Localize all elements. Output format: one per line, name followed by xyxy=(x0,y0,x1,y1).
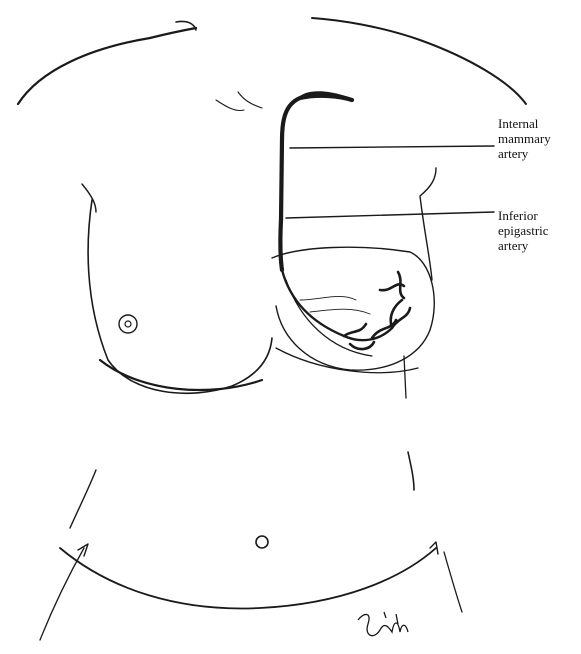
left-nipple xyxy=(119,315,137,333)
internal-mammary-artery-label: Internal mammary artery xyxy=(498,116,580,161)
left-breast-outline xyxy=(88,200,272,393)
leader-internal-mammary xyxy=(290,146,494,148)
flap-lower-edge xyxy=(276,348,418,398)
clavicle-marks xyxy=(216,92,262,111)
flap-inner-arc xyxy=(286,280,372,356)
right-shoulder-outline xyxy=(312,18,526,104)
inferior-epigastric-artery xyxy=(282,270,392,340)
label-line-3: artery xyxy=(498,238,580,253)
artist-signature xyxy=(358,612,408,636)
branch-fine-lines xyxy=(300,296,370,314)
left-breast-underline xyxy=(100,360,262,390)
internal-mammary-artery xyxy=(280,96,352,270)
inferior-epigastric-artery-label: Inferior epigastric artery xyxy=(498,208,580,253)
right-waist-line xyxy=(408,452,414,490)
label-line-1: Internal xyxy=(498,116,580,131)
label-line-2: mammary xyxy=(498,131,580,146)
right-hip-line xyxy=(444,552,462,612)
navel xyxy=(256,536,268,548)
left-shoulder-outline xyxy=(18,28,196,104)
right-side-contour xyxy=(420,168,436,280)
left-nipple-inner xyxy=(125,321,131,327)
leader-inferior-epigastric xyxy=(286,212,494,218)
label-line-1: Inferior xyxy=(498,208,580,223)
left-side-line xyxy=(82,184,96,212)
left-waist-line xyxy=(70,470,96,528)
lower-abdomen-incision xyxy=(60,548,436,608)
label-line-2: epigastric xyxy=(498,223,580,238)
label-line-3: artery xyxy=(498,146,580,161)
